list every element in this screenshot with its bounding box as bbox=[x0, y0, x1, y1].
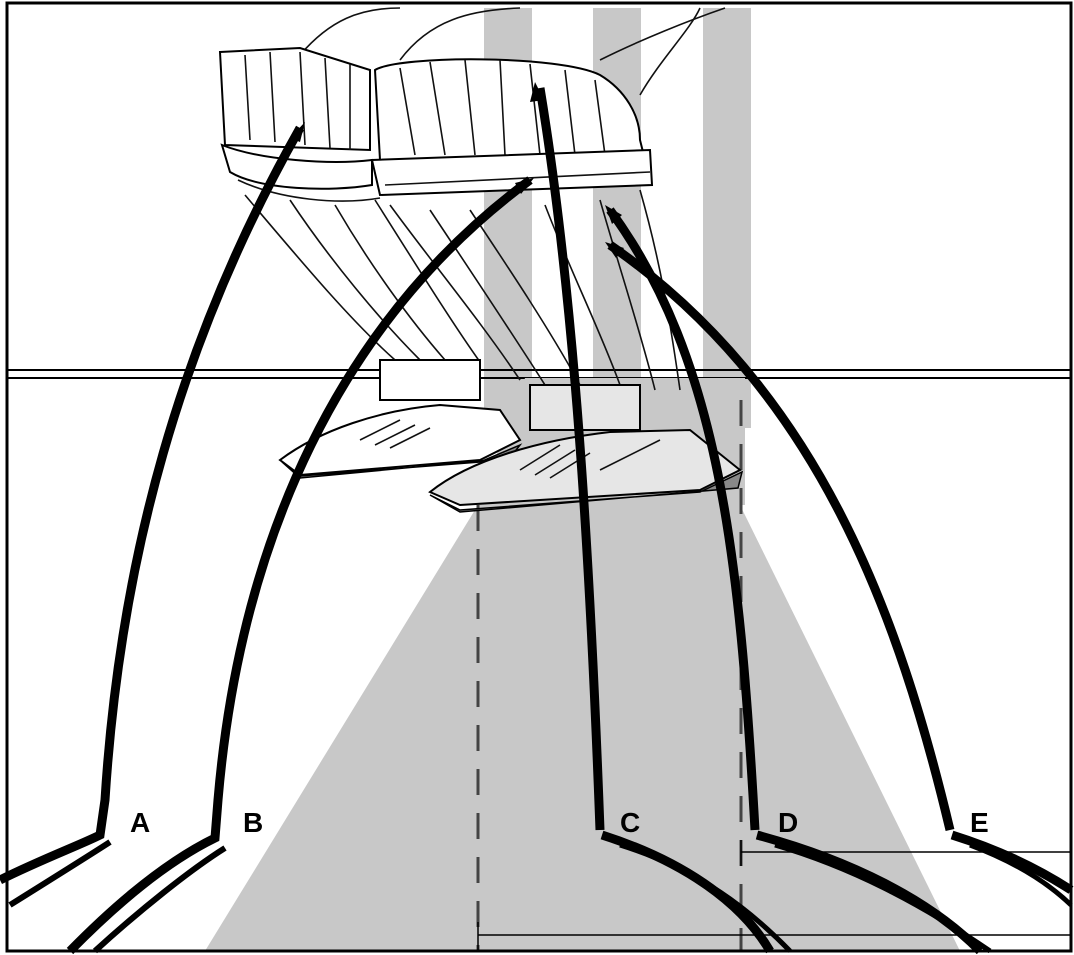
label-d: D bbox=[778, 807, 798, 838]
front-boot-top bbox=[530, 385, 640, 430]
label-a: A bbox=[130, 807, 150, 838]
label-b: B bbox=[243, 807, 263, 838]
back-boot-top bbox=[380, 360, 480, 400]
label-c: C bbox=[620, 807, 640, 838]
label-e: E bbox=[970, 807, 989, 838]
